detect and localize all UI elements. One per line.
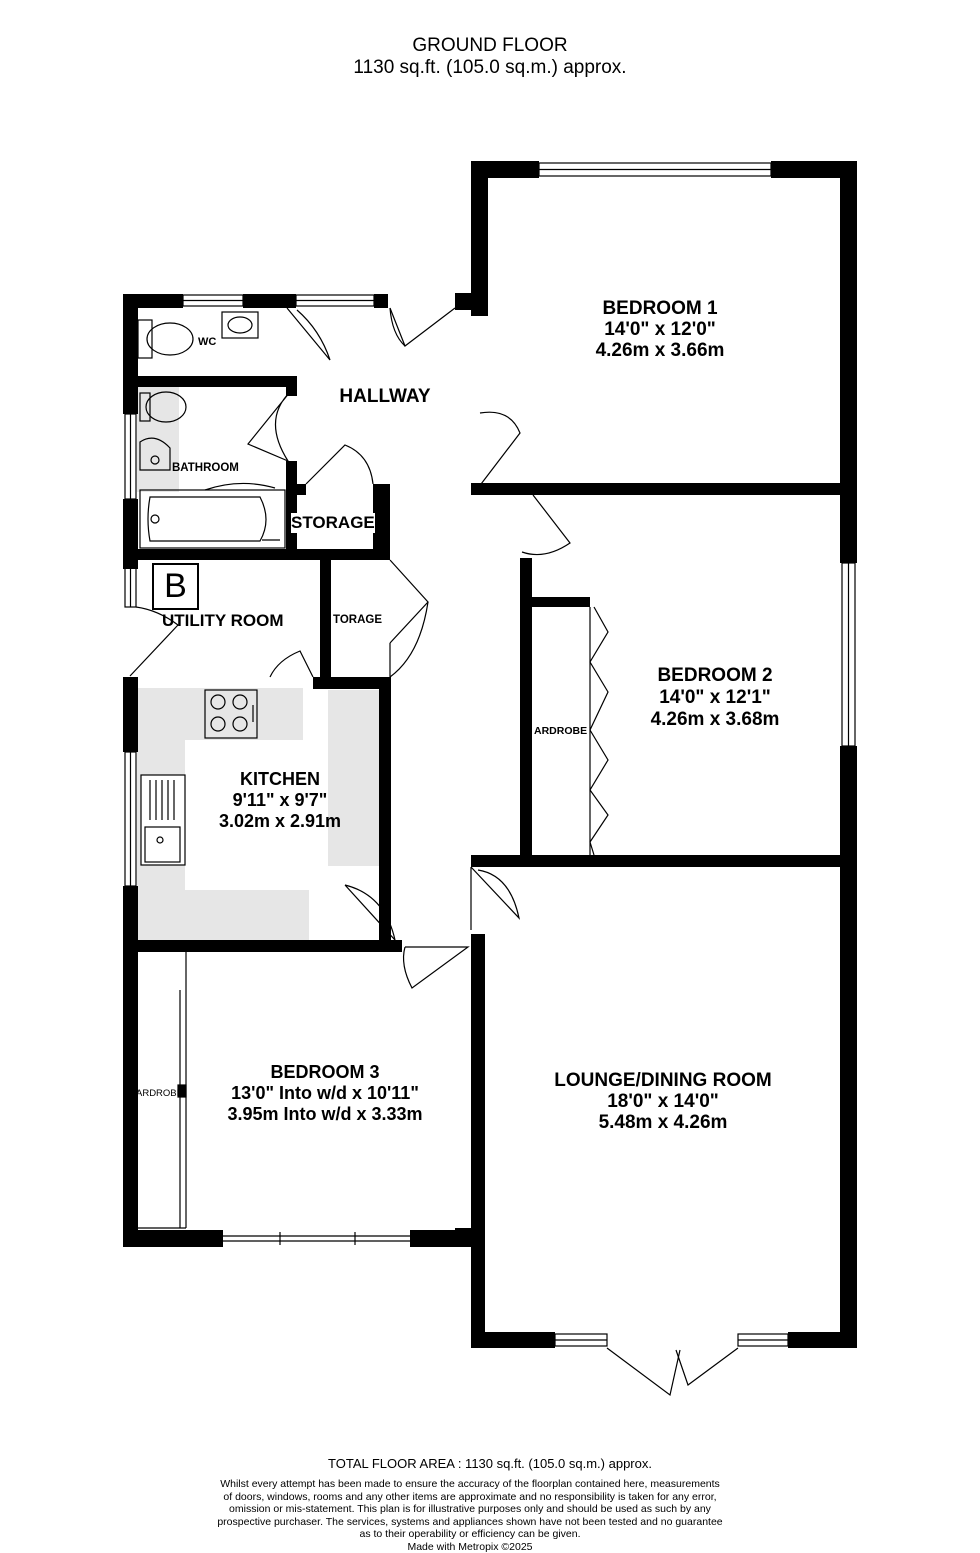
disclaimer-line: Whilst every attempt has been made to en…: [220, 1478, 720, 1490]
boiler-label: B: [164, 567, 187, 605]
room-label-lounge: LOUNGE/DINING ROOM 18'0" x 14'0" 5.48m x…: [508, 1070, 818, 1133]
room-imperial: 9'11" x 9'7": [232, 790, 328, 810]
room-name: LOUNGE/DINING ROOM: [554, 1070, 772, 1091]
room-name: BEDROOM 3: [270, 1062, 380, 1082]
room-label-bedroom3: BEDROOM 3 13'0" Into w/d x 10'11" 3.95m …: [180, 1062, 470, 1125]
disclaimer-line: of doors, windows, rooms and any other i…: [223, 1490, 717, 1503]
hob-icon: [204, 689, 258, 739]
room-imperial: 18'0" x 14'0": [607, 1091, 719, 1112]
room-name: BEDROOM 2: [657, 665, 773, 686]
room-label-bedroom1: BEDROOM 1 14'0" x 12'0" 4.26m x 3.66m: [510, 298, 810, 361]
room-metric: 3.02m x 2.91m: [218, 811, 342, 831]
room-metric: 3.95m Into w/d x 3.33m: [227, 1104, 423, 1124]
room-label-storage-small: TORAGE: [333, 614, 382, 626]
windows: [124, 162, 856, 1347]
doors: [129, 307, 739, 1397]
total-floor-area: TOTAL FLOOR AREA : 1130 sq.ft. (105.0 sq…: [328, 1456, 652, 1471]
room-metric: 4.26m x 3.66m: [595, 340, 725, 361]
room-imperial: 14'0" x 12'0": [604, 319, 716, 340]
room-label-hallway: HALLWAY: [339, 386, 431, 407]
room-label-utility: UTILITY ROOM: [162, 611, 284, 630]
room-name: BEDROOM 1: [602, 298, 718, 319]
kitchen-worktops: [137, 387, 380, 942]
room-label-bedroom2: BEDROOM 2 14'0" x 12'1" 4.26m x 3.68m: [565, 665, 865, 731]
room-label-storage: STORAGE: [291, 513, 375, 533]
room-metric: 5.48m x 4.26m: [598, 1112, 728, 1133]
room-label-wardrobe-bedroom2: ARDROBE: [534, 725, 588, 737]
boiler-box: [152, 563, 199, 610]
wc-fixtures: [137, 311, 259, 359]
room-label-bathroom: BATHROOM: [172, 462, 239, 474]
walls: [123, 161, 857, 1348]
wardrobe-doors-bedroom2: [589, 606, 609, 856]
room-label-kitchen: KITCHEN 9'11" x 9'7" 3.02m x 2.91m: [180, 769, 380, 832]
bathroom-fixtures: [139, 391, 286, 549]
floor-area: 1130 sq.ft. (105.0 sq.m.) approx.: [353, 57, 627, 78]
sink-icon: [140, 774, 186, 866]
disclaimer: Whilst every attempt has been made to en…: [180, 1478, 760, 1553]
room-label-wc: WC: [198, 336, 217, 348]
disclaimer-line: omission or mis-statement. This plan is …: [229, 1503, 711, 1515]
disclaimer-line: prospective purchaser. The services, sys…: [217, 1515, 723, 1528]
floor-title: GROUND FLOOR: [412, 35, 568, 56]
room-imperial: 14'0" x 12'1": [659, 687, 771, 708]
room-label-wardrobe-bedroom3: ARDROBE: [136, 1088, 183, 1099]
room-name: KITCHEN: [240, 769, 320, 789]
room-imperial: 13'0" Into w/d x 10'11": [231, 1083, 419, 1103]
room-metric: 4.26m x 3.68m: [650, 709, 780, 730]
credit: Made with Metropix ©2025: [407, 1540, 533, 1553]
disclaimer-line: as to their operability or efficiency ca…: [359, 1528, 581, 1540]
wardrobe-doors-bedroom3: [138, 952, 187, 1229]
